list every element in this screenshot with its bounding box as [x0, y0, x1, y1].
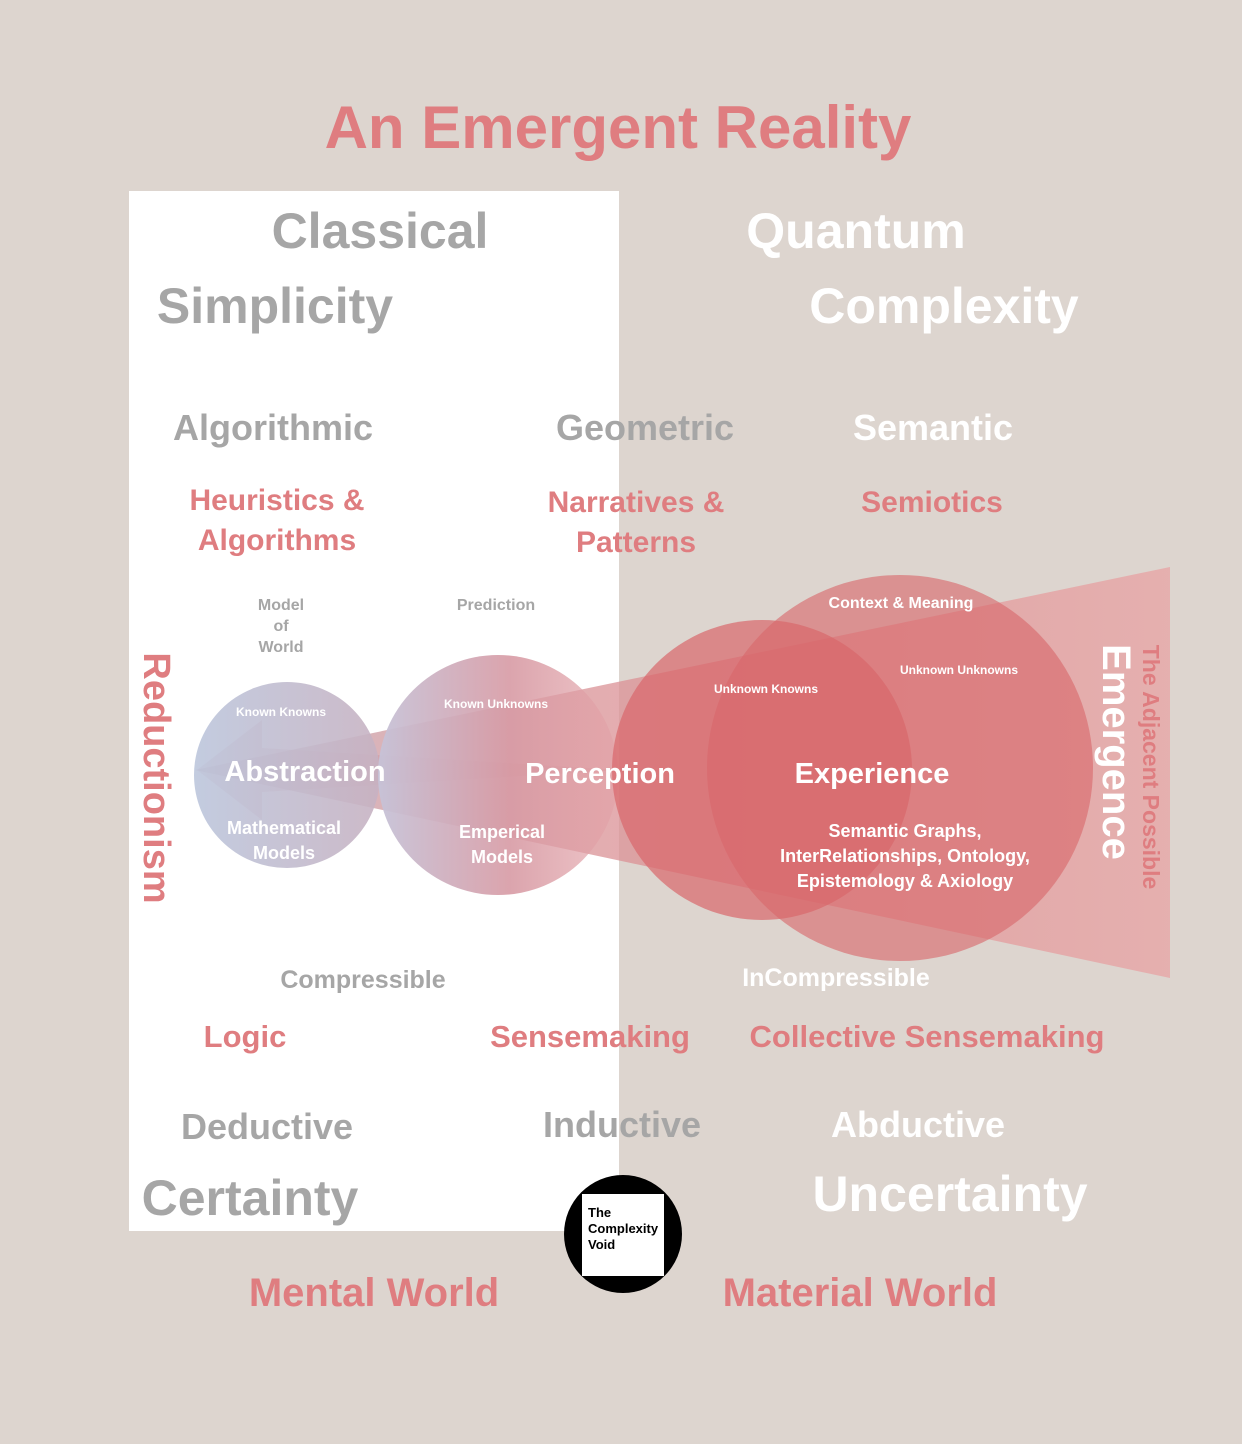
semantic-graphs-label: Semantic Graphs,: [828, 821, 981, 841]
certainty-label: Certainty: [142, 1170, 359, 1226]
logo-square: [582, 1194, 664, 1276]
incompressible-label: InCompressible: [742, 964, 930, 992]
collective-sensemaking-label: Collective Sensemaking: [750, 1019, 1105, 1054]
algorithmic-label: Algorithmic: [173, 407, 373, 448]
narratives-label: Narratives &: [548, 486, 725, 519]
epistemology-label: Epistemology & Axiology: [797, 871, 1013, 891]
interrelationships-label: InterRelationships, Ontology,: [780, 846, 1030, 866]
models-label: Models: [253, 843, 315, 863]
known-knowns-label: Known Knowns: [236, 705, 326, 719]
prediction-label: Prediction: [457, 597, 535, 614]
patterns-label: Patterns: [576, 526, 696, 559]
semantic-label: Semantic: [853, 407, 1013, 448]
sensemaking-label: Sensemaking: [490, 1019, 690, 1054]
known-unknowns-label: Known Unknowns: [444, 697, 548, 711]
uncertainty-label: Uncertainty: [812, 1166, 1087, 1222]
complexity-void-logo: The Complexity Void: [564, 1175, 682, 1293]
perception-circle: [378, 655, 618, 895]
inductive-label: Inductive: [543, 1104, 701, 1145]
experience-label: Experience: [795, 758, 950, 790]
deductive-label: Deductive: [181, 1106, 353, 1147]
world-label: World: [258, 639, 303, 656]
mental-world-label: Mental World: [249, 1271, 499, 1315]
geometric-text: Geometric: [556, 407, 734, 448]
logic-label: Logic: [204, 1019, 287, 1054]
emergence-label: Emergence: [1094, 644, 1138, 860]
logo-line-1: The: [588, 1205, 611, 1220]
of-label: of: [273, 618, 289, 635]
material-world-label: Material World: [723, 1271, 998, 1315]
semiotics-label: Semiotics: [861, 486, 1003, 519]
simplicity-label: Simplicity: [157, 278, 393, 334]
model-label: Model: [258, 597, 304, 614]
mathematical-label: Mathematical: [227, 818, 341, 838]
page-title: An Emergent Reality: [325, 94, 912, 161]
algorithms-label: Algorithms: [198, 524, 356, 557]
logo-line-3: Void: [588, 1237, 615, 1252]
compressible-label: Compressible: [280, 966, 445, 994]
perception-label: Perception: [525, 758, 675, 790]
logo-line-2: Complexity: [588, 1221, 659, 1236]
reductionism-label: Reductionism: [135, 652, 177, 903]
unknown-knowns-label: Unknown Knowns: [714, 682, 818, 696]
complexity-label: Complexity: [809, 278, 1079, 334]
emperical-label: Emperical: [459, 822, 545, 842]
abstraction-circle: [194, 682, 380, 868]
abductive-label: Abductive: [831, 1104, 1005, 1145]
context-meaning-label: Context & Meaning: [829, 595, 974, 612]
abstraction-label: Abstraction: [224, 756, 385, 788]
emperical-models-label: Models: [471, 847, 533, 867]
heuristics-label: Heuristics &: [189, 484, 364, 517]
quantum-label: Quantum: [746, 203, 965, 259]
classical-label: Classical: [272, 203, 489, 259]
unknown-unknowns-label: Unknown Unknowns: [900, 663, 1018, 677]
experience-circle: [707, 575, 1093, 961]
geometric-label: Geometric: [556, 407, 734, 448]
adjacent-possible-label: The Adjacent Possible: [1138, 645, 1164, 890]
